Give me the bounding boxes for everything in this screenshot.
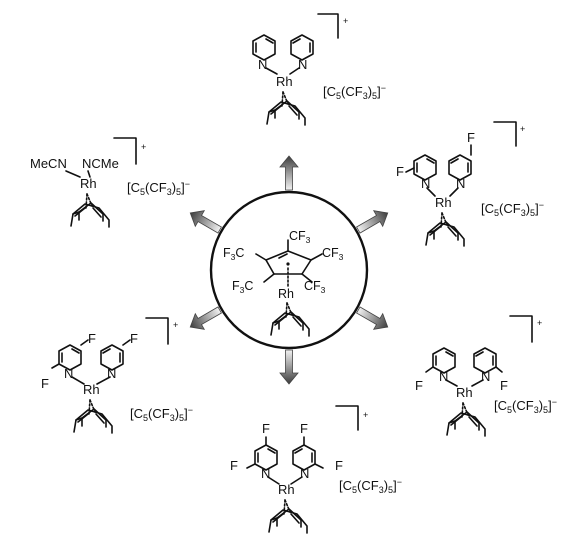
svg-text:F: F [335,458,343,473]
rh-label: Rh [276,74,293,89]
svg-text:F: F [230,458,238,473]
svg-text:N: N [456,176,465,191]
svg-text:Rh: Rh [83,382,100,397]
svg-text:F: F [500,378,508,393]
complex-2-fluoropyridine: + N N F F Rh [C5(CF3)5]− [415,315,557,437]
svg-text:+: + [537,318,542,328]
arrow-lower-left [189,306,222,330]
central-circle [209,190,369,350]
anion-label: [C5(CF3)5]− [130,405,193,423]
svg-text:+: + [363,410,368,420]
complex-3,5-difluoropyridine: + N N F F F F Rh [C5(CF3)5]− [230,405,402,534]
svg-text:F: F [88,331,96,346]
center-rh: Rh [278,287,294,301]
center-cf3-lower-right: CF3 [304,279,326,295]
svg-text:F: F [300,421,308,436]
n-label: N [298,57,307,72]
arrow-top [279,155,299,191]
arrow-group [189,155,389,385]
svg-text:N: N [107,366,116,381]
svg-text:F: F [130,331,138,346]
arrow-lower-right [356,306,389,330]
arrow-upper-left [189,210,222,234]
center-cf3-top: CF3 [289,229,311,245]
anion-label: [C5(CF3)5]− [494,397,557,415]
svg-text:Rh: Rh [456,385,473,400]
svg-text:F: F [262,421,270,436]
svg-text:Rh: Rh [435,195,452,210]
svg-text:+: + [520,124,525,134]
center-cf3-right: CF3 [322,246,344,262]
complex-acetonitrile: + MeCN NCMe Rh [C5(CF3)5]− [30,137,190,228]
svg-text:F: F [415,378,423,393]
svg-text:F: F [467,130,475,145]
center-f3c-left: F3C [223,246,244,262]
n-label: N [258,57,267,72]
complex-2,6-difluoropyridine: + N N F F F Rh [C5(CF3)5]− [41,317,193,434]
ncme-label: NCMe [82,156,119,171]
anion-label: [C5(CF3)5]− [481,200,544,218]
complex-pyridine: + N N Rh [C5(CF3)5]− [252,13,386,126]
svg-text:N: N [300,466,309,481]
svg-text:F: F [41,376,49,391]
arrow-bottom [279,349,299,385]
svg-text:F: F [396,164,404,179]
center-f3c-lower-left: F3C [232,279,253,295]
anion-label: [C5(CF3)5]− [323,83,386,101]
svg-text:N: N [439,369,448,384]
cation-charge: + [343,16,348,26]
svg-text:+: + [173,320,178,330]
svg-text:N: N [261,466,270,481]
rh-label: Rh [80,176,97,191]
mecn-label: MeCN [30,156,67,171]
complex-3-fluoropyridine: + N N F F Rh [C5(CF3)5]− [396,121,544,247]
svg-text:+: + [141,142,146,152]
svg-text:N: N [481,369,490,384]
central-cp-ring [255,239,323,287]
bracket [317,13,339,39]
svg-text:N: N [64,366,73,381]
anion-label: [C5(CF3)5]− [339,477,402,495]
anion-label: [C5(CF3)5]− [127,179,190,197]
svg-text:N: N [421,176,430,191]
arrow-upper-right [356,210,389,234]
svg-text:Rh: Rh [278,482,295,497]
